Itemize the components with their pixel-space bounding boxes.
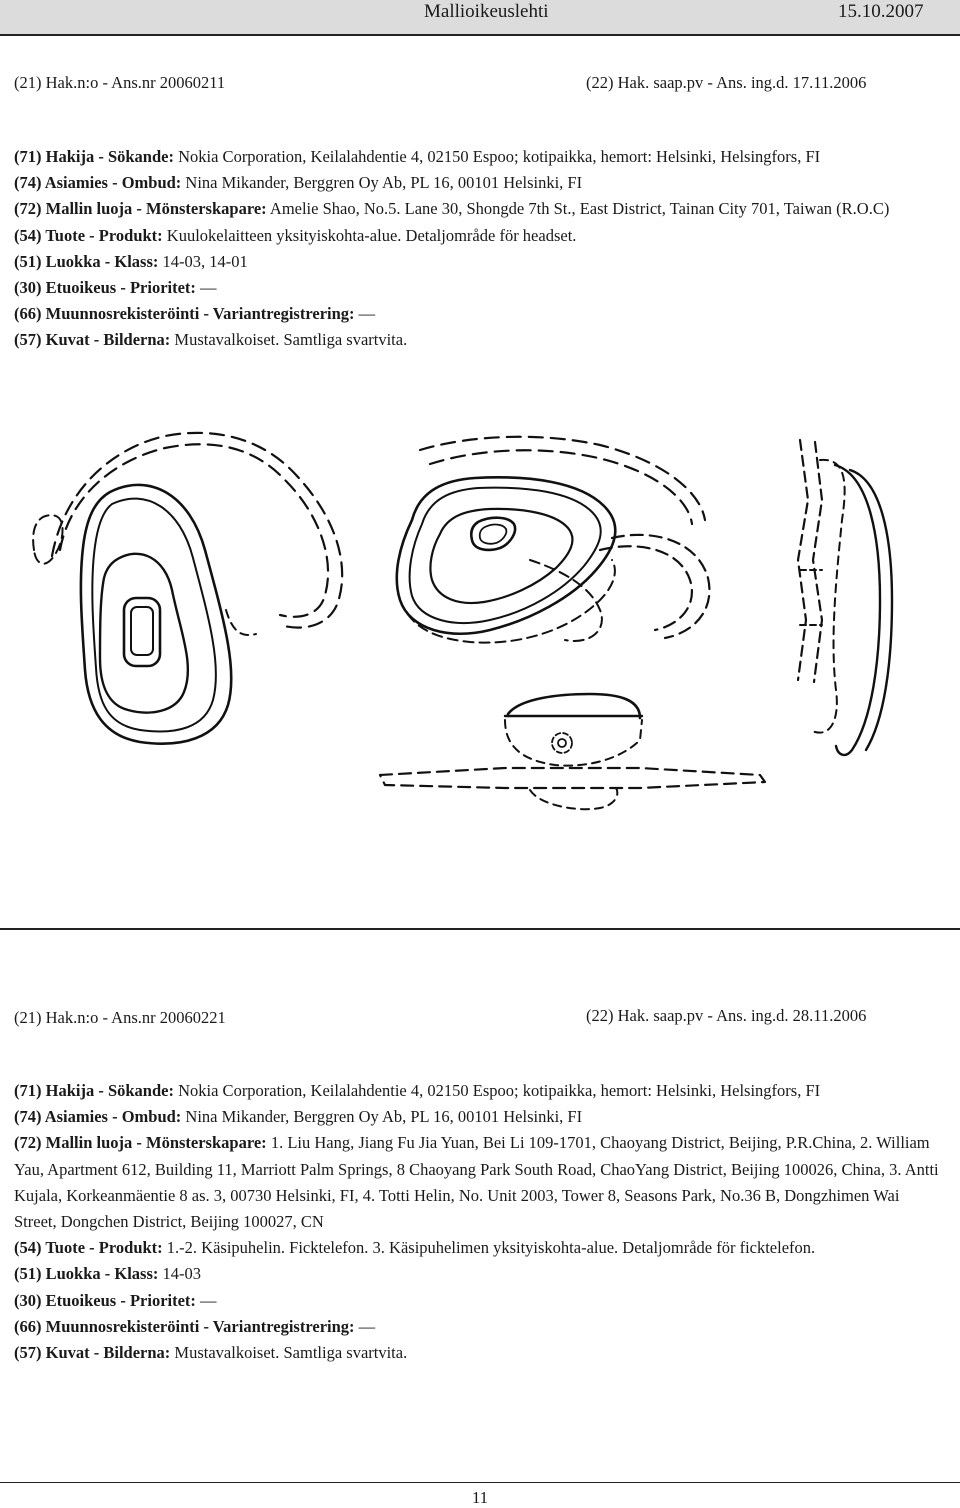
field-value: 1. Liu Hang, Jiang Fu Jia Yuan, Bei Li 1… [14, 1133, 939, 1232]
field-label: (57) Kuvat - Bilderna: [14, 1343, 171, 1363]
field-variant: (66) Muunnosrekisteröinti - Variantregis… [14, 301, 940, 327]
record-fields: (71) Hakija - Sökande: Nokia Corporation… [14, 1078, 940, 1366]
header-rule [0, 34, 960, 36]
field-label: (74) Asiamies - Ombud: [14, 1107, 182, 1127]
field-value: Kuulokelaitteen yksityiskohta-alue. Deta… [162, 225, 577, 245]
field-value: 14-03 [158, 1264, 202, 1284]
field-product: (54) Tuote - Produkt: Kuulokelaitteen yk… [14, 223, 940, 249]
record-fields: (71) Hakija - Sökande: Nokia Corporation… [14, 144, 940, 354]
field-priority: (30) Etuoikeus - Prioritet: — [14, 275, 940, 301]
field-label: (71) Hakija - Sökande: [14, 147, 174, 166]
field-label: (51) Luokka - Klass: [14, 251, 159, 271]
headset-drawings [0, 420, 960, 840]
application-number: (21) Hak.n:o - Ans.nr 20060221 [14, 1008, 226, 1027]
field-agent: (74) Asiamies - Ombud: Nina Mikander, Be… [14, 170, 940, 196]
field-label: (54) Tuote - Produkt: [14, 1238, 163, 1258]
field-value: — [195, 1290, 217, 1310]
headset-top-view [378, 692, 767, 811]
field-label: (66) Muunnosrekisteröinti - Variantregis… [14, 1316, 355, 1336]
field-value: — [354, 1316, 376, 1336]
field-priority: (30) Etuoikeus - Prioritet: — [14, 1288, 940, 1314]
filing-date: (22) Hak. saap.pv - Ans. ing.d. 17.11.20… [586, 73, 867, 92]
field-product: (54) Tuote - Produkt: 1.-2. Käsipuhelin.… [14, 1235, 940, 1261]
field-value: Mustavalkoiset. Samtliga svartvita. [170, 330, 408, 350]
issue-date: 15.10.2007 [838, 1, 924, 22]
journal-title: Mallioikeuslehti [424, 1, 549, 22]
field-value: — [195, 278, 217, 298]
journal-header: Mallioikeuslehti 15.10.2007 [0, 0, 960, 34]
field-label: (66) Muunnosrekisteröinti - Variantregis… [14, 304, 355, 324]
field-value: Nina Mikander, Berggren Oy Ab, PL 16, 00… [181, 1107, 583, 1127]
field-value: Nokia Corporation, Keilalahdentie 4, 021… [173, 147, 821, 166]
field-images: (57) Kuvat - Bilderna: Mustavalkoiset. S… [14, 327, 940, 353]
field-label: (30) Etuoikeus - Prioritet: [14, 1290, 196, 1310]
field-value: Nokia Corporation, Keilalahdentie 4, 021… [173, 1081, 821, 1100]
field-value: Mustavalkoiset. Samtliga svartvita. [170, 1343, 408, 1363]
field-label: (71) Hakija - Sökande: [14, 1081, 174, 1100]
field-class: (51) Luokka - Klass: 14-03 [14, 1261, 940, 1287]
field-class: (51) Luokka - Klass: 14-03, 14-01 [14, 249, 940, 275]
filing-date: (22) Hak. saap.pv - Ans. ing.d. 28.11.20… [586, 1006, 867, 1025]
field-applicant: (71) Hakija - Sökande: Nokia Corporation… [14, 144, 940, 170]
field-variant: (66) Muunnosrekisteröinti - Variantregis… [14, 1314, 940, 1340]
headset-perspective-view [395, 435, 711, 644]
field-label: (72) Mallin luoja - Mönsterskapare: [14, 1133, 267, 1153]
field-agent: (74) Asiamies - Ombud: Nina Mikander, Be… [14, 1104, 940, 1130]
field-label: (72) Mallin luoja - Mönsterskapare: [14, 199, 267, 219]
field-applicant: (71) Hakija - Sökande: Nokia Corporation… [14, 1078, 940, 1104]
field-value: 14-03, 14-01 [158, 251, 248, 271]
field-value: Nina Mikander, Berggren Oy Ab, PL 16, 00… [181, 173, 583, 193]
field-images: (57) Kuvat - Bilderna: Mustavalkoiset. S… [14, 1340, 940, 1366]
field-value: Amelie Shao, No.5. Lane 30, Shongde 7th … [266, 199, 890, 219]
field-designer: (72) Mallin luoja - Mönsterskapare: 1. L… [14, 1130, 940, 1235]
footer-rule [0, 1482, 960, 1483]
application-number: (21) Hak.n:o - Ans.nr 20060211 [14, 73, 226, 92]
field-label: (74) Asiamies - Ombud: [14, 173, 182, 193]
field-value: 1.-2. Käsipuhelin. Ficktelefon. 3. Käsip… [162, 1238, 816, 1258]
field-label: (57) Kuvat - Bilderna: [14, 330, 171, 350]
field-label: (54) Tuote - Produkt: [14, 225, 163, 245]
headset-side-view [796, 438, 894, 757]
record-separator [0, 928, 960, 930]
field-value: — [354, 304, 376, 324]
field-designer: (72) Mallin luoja - Mönsterskapare: Amel… [14, 196, 940, 222]
field-label: (51) Luokka - Klass: [14, 1264, 159, 1284]
page-number: 11 [471, 1488, 489, 1507]
headset-front-view [32, 431, 344, 745]
field-label: (30) Etuoikeus - Prioritet: [14, 278, 196, 298]
